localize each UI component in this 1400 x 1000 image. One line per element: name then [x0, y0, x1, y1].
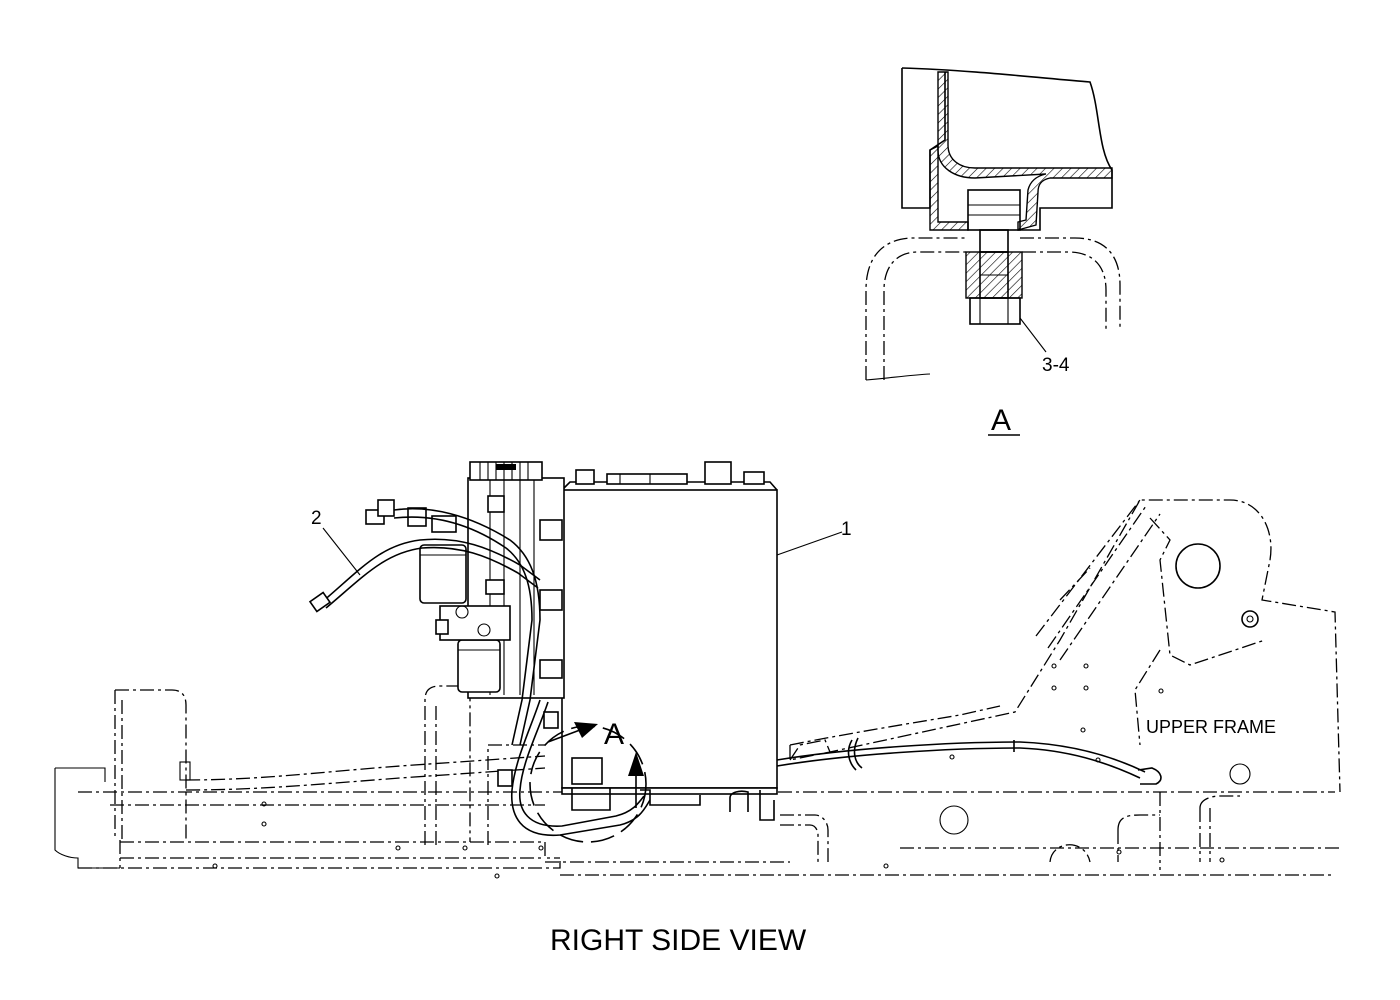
hydraulic-hoses — [308, 507, 1162, 836]
view-a-indicator — [529, 722, 647, 843]
hatched-wall — [937, 71, 1113, 231]
callout-item-1: 1 — [841, 519, 852, 540]
mounting-bracket — [424, 685, 471, 845]
upper-frame — [545, 499, 1341, 870]
upper-frame-label: UPPER FRAME — [1146, 717, 1276, 737]
callout-item-2: 2 — [311, 508, 322, 529]
view-title: RIGHT SIDE VIEW — [550, 924, 807, 957]
view-arrow-label: A — [604, 718, 624, 751]
pump-filter-assembly — [365, 461, 565, 699]
hydraulic-tank — [561, 461, 778, 821]
left-frame — [54, 689, 546, 869]
detail-callout-3-4: 3-4 — [1042, 355, 1070, 376]
leader-item-2 — [322, 527, 361, 576]
detail-title-a: A — [991, 404, 1011, 437]
detail-a-section — [865, 67, 1121, 381]
filter-cap — [479, 462, 529, 480]
frame-bolt-holes — [212, 663, 1225, 879]
leader-item-1 — [776, 531, 843, 556]
